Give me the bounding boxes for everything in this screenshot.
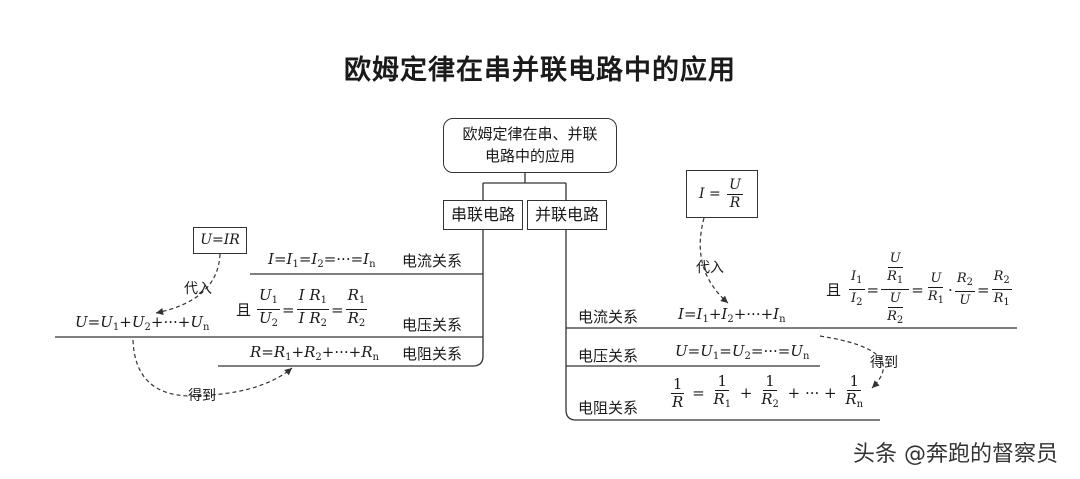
parallel-substitute-label: 代入: [696, 260, 724, 276]
ohm-law-box: U=IR: [193, 227, 247, 254]
series-voltage-sum-formula: U=U1+U2+···+Un: [75, 313, 210, 333]
parallel-voltage-label: 电压关系: [578, 347, 639, 365]
parallel-current-formula: I=I1+I2+···+In: [678, 305, 786, 325]
root-line-1: 欧姆定律在串、并联: [462, 125, 598, 143]
series-substitute-label: 代入: [184, 281, 212, 297]
parallel-current-label: 电流关系: [578, 308, 639, 326]
parallel-node: 并联电路: [527, 200, 607, 230]
series-node: 串联电路: [443, 200, 523, 230]
parallel-voltage-formula: U=U1=U2=···=Un: [675, 342, 810, 362]
series-resistance-label: 电阻关系: [402, 345, 463, 363]
root-line-2: 电路中的应用: [484, 147, 575, 165]
parallel-resistance-label: 电阻关系: [578, 399, 639, 417]
root-node: 欧姆定律在串、并联 电路中的应用: [443, 118, 617, 173]
parallel-current-prefix: 且: [826, 281, 842, 299]
series-current-label: 电流关系: [402, 252, 463, 270]
series-voltage-prefix: 且: [236, 301, 252, 319]
series-voltage-label: 电压关系: [402, 316, 463, 334]
diagram-title: 欧姆定律在串并联电路中的应用: [344, 55, 736, 86]
series-derive-label: 得到: [188, 388, 216, 404]
series-current-formula: I=I1=I2=···=In: [268, 250, 376, 270]
watermark-text: 头条 @奔跑的督察员: [853, 442, 1058, 467]
series-resistance-formula: R=R1+R2+···+Rn: [250, 343, 379, 363]
parallel-derive-label: 得到: [870, 355, 898, 371]
